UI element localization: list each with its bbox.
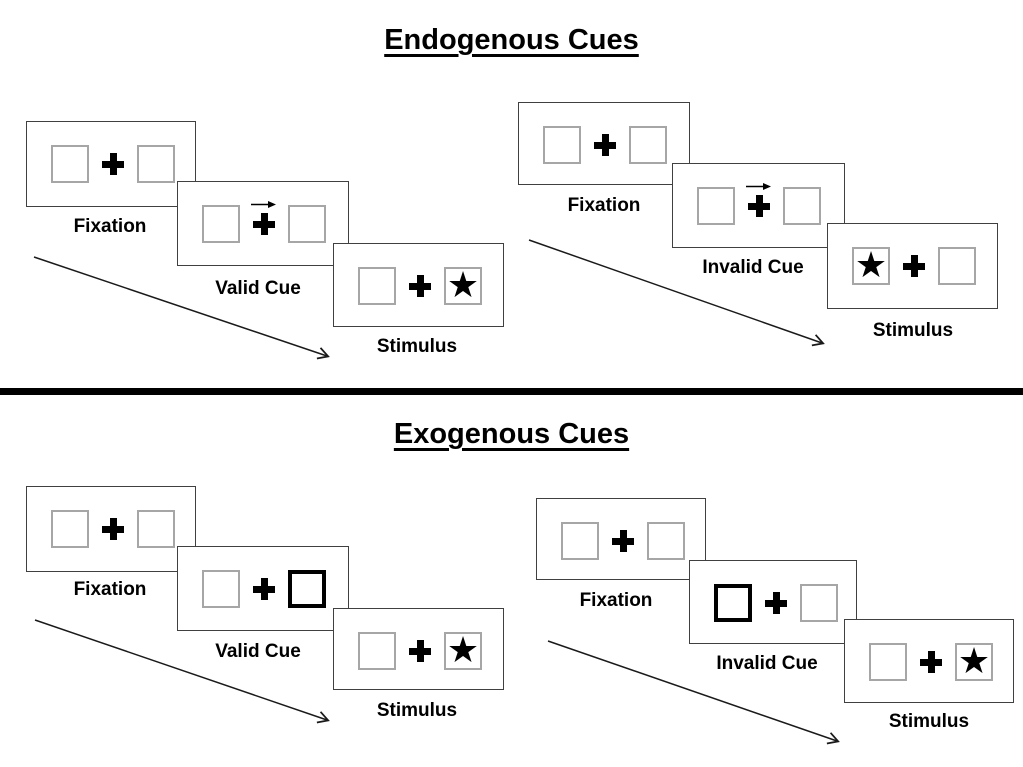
star-icon: ★ xyxy=(446,263,480,305)
fixation-cross-icon xyxy=(253,578,275,600)
star-icon: ★ xyxy=(957,639,991,681)
exogenous-invalid-stimulus-panel: ★ xyxy=(844,619,1014,703)
right-placeholder-box xyxy=(137,145,175,183)
right-placeholder-box xyxy=(647,522,685,560)
cue-arrow-icon xyxy=(746,183,771,190)
section-divider xyxy=(0,388,1023,395)
timeline-arrow-exogenous-valid xyxy=(34,619,330,724)
fixation-cross-icon xyxy=(903,255,925,277)
right-placeholder-box xyxy=(288,205,326,243)
endogenous-invalid-stimulus-panel: ★ xyxy=(827,223,998,309)
panel-label: Invalid Cue xyxy=(702,257,804,278)
right-target-box: ★ xyxy=(444,628,482,670)
fixation-cross-icon xyxy=(920,651,942,673)
endogenous-invalid-fixation-panel xyxy=(518,102,690,185)
panel-label: Stimulus xyxy=(872,320,954,341)
panel-label: Fixation xyxy=(73,216,147,237)
right-placeholder-box xyxy=(938,247,976,285)
exogenous-valid-fixation-panel xyxy=(26,486,196,572)
panel-label: Fixation xyxy=(579,590,653,611)
section-title-exogenous: Exogenous Cues xyxy=(393,418,630,450)
left-target-box: ★ xyxy=(852,243,890,285)
left-placeholder-box xyxy=(561,522,599,560)
panel-label: Fixation xyxy=(73,579,147,600)
panel-label: Valid Cue xyxy=(215,641,301,662)
star-icon: ★ xyxy=(854,243,888,285)
left-highlight-box xyxy=(714,584,752,622)
right-target-box: ★ xyxy=(444,263,482,305)
left-placeholder-box xyxy=(358,632,396,670)
timeline-arrow-endogenous-invalid xyxy=(528,239,825,347)
fixation-cross-icon xyxy=(102,153,124,175)
left-placeholder-box xyxy=(543,126,581,164)
fixation-cross-icon xyxy=(409,640,431,662)
right-placeholder-box xyxy=(629,126,667,164)
left-placeholder-box xyxy=(358,267,396,305)
panel-label: Invalid Cue xyxy=(716,653,818,674)
right-target-box: ★ xyxy=(955,639,993,681)
fixation-cross-icon xyxy=(409,275,431,297)
left-placeholder-box xyxy=(202,570,240,608)
panel-label: Stimulus xyxy=(376,336,458,357)
panel-label: Valid Cue xyxy=(215,278,301,299)
fixation-cross-icon xyxy=(748,195,770,217)
endogenous-valid-fixation-panel xyxy=(26,121,196,207)
fixation-cross-icon xyxy=(612,530,634,552)
panel-label: Stimulus xyxy=(376,700,458,721)
exogenous-valid-cue-panel xyxy=(177,546,349,631)
fixation-cross-icon xyxy=(594,134,616,156)
section-title-endogenous: Endogenous Cues xyxy=(384,24,639,56)
right-placeholder-box xyxy=(800,584,838,622)
fixation-cross-icon xyxy=(253,213,275,235)
exogenous-invalid-cue-panel xyxy=(689,560,857,644)
right-placeholder-box xyxy=(783,187,821,225)
right-placeholder-box xyxy=(137,510,175,548)
left-placeholder-box xyxy=(202,205,240,243)
timeline-arrow-endogenous-valid xyxy=(33,256,330,360)
fixation-cross-icon xyxy=(765,592,787,614)
endogenous-invalid-cue-panel xyxy=(672,163,845,248)
endogenous-valid-cue-panel xyxy=(177,181,349,266)
exogenous-invalid-fixation-panel xyxy=(536,498,706,580)
star-icon: ★ xyxy=(446,628,480,670)
right-highlight-box xyxy=(288,570,326,608)
left-placeholder-box xyxy=(51,510,89,548)
left-placeholder-box xyxy=(869,643,907,681)
fixation-cross-icon xyxy=(102,518,124,540)
left-placeholder-box xyxy=(697,187,735,225)
left-placeholder-box xyxy=(51,145,89,183)
panel-label: Fixation xyxy=(567,195,641,216)
exogenous-valid-stimulus-panel: ★ xyxy=(333,608,504,690)
endogenous-valid-stimulus-panel: ★ xyxy=(333,243,504,327)
cue-arrow-icon xyxy=(251,201,276,208)
panel-label: Stimulus xyxy=(888,711,970,732)
